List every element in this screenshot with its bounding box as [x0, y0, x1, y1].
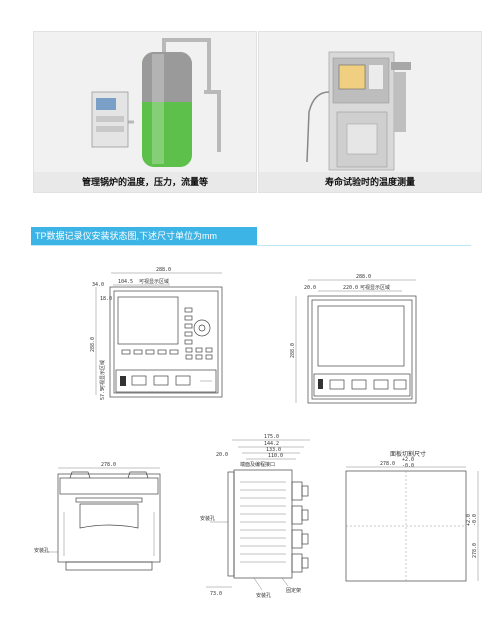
cutout-tol-top: +2.0: [402, 457, 414, 463]
cutout-width: 278.0: [380, 461, 395, 467]
label-side-hole: 安装孔: [200, 515, 215, 522]
dim-front-width: 288.0: [156, 267, 171, 273]
dial-knob: [193, 319, 211, 337]
dim-front2-inner-note: 可视显示区域: [360, 284, 390, 291]
dim-front-left-top: 34.0: [92, 282, 104, 288]
dim-front-side-small: 57.5: [100, 388, 106, 400]
dim-front-display: 104.5: [118, 279, 133, 285]
cutout-tol-bot: -0.0: [402, 463, 414, 469]
dim-front-display-note: 可视显示区域: [139, 278, 169, 285]
photo-panel-boiler: 管理锅炉的温度，压力，流量等: [33, 31, 257, 193]
label-side-hole-2: 安装孔: [256, 592, 271, 599]
boiler-illustration: [91, 38, 221, 167]
dim-front-left-small: 18.0: [100, 296, 112, 302]
dim-front-side-note: 可视显示区域: [99, 360, 106, 390]
front-view-drawing: 288.0 104.5 可视显示区域 34.0 18.0 288.0 可视显示区…: [90, 267, 223, 400]
dim-front2-inner: 220.0: [343, 285, 358, 291]
front-view-drawing-2: 288.0 220.0 可视显示区域 20.0 288.0: [290, 274, 417, 404]
label-terminal-note: 端面及编程接口: [240, 461, 275, 468]
section-banner: TP数据记录仪安装状态图,下述尺寸单位为mm: [31, 227, 257, 245]
photo-panel-chamber: 寿命试验时的温度测量: [258, 31, 482, 193]
label-mounting-hole: 安装孔: [34, 547, 49, 554]
screen: [117, 296, 179, 345]
banner-divider: [31, 245, 471, 246]
panel-cutout-drawing: 面板切割尺寸 278.0 +2.0 -0.0 278.0 +2.0 -0.0: [345, 450, 479, 582]
dim-top-width: 278.0: [101, 462, 116, 468]
side-view-drawing: 175.0 144.2 133.0 110.0 20.0 端面及编程接口 安装孔…: [200, 434, 310, 599]
cutout-v-tol-top: +2.0: [466, 514, 472, 526]
device-frame: [109, 286, 223, 398]
dim-side-1: 175.0: [264, 434, 279, 440]
technical-drawings: 288.0 104.5 可视显示区域 34.0 18.0 288.0 可视显示区…: [34, 267, 479, 599]
panel-caption: 管理锅炉的温度，压力，流量等: [34, 172, 256, 192]
label-bracket: 固定架: [286, 587, 301, 594]
dim-side-small: 20.0: [216, 452, 228, 458]
dim-side-2: 144.2: [264, 441, 279, 447]
screen-2: [317, 305, 405, 367]
dim-side-4: 110.0: [268, 453, 283, 459]
dim-front2-width: 288.0: [356, 274, 371, 280]
test-chamber-illustration: [306, 51, 411, 171]
power-switch: [120, 376, 126, 386]
dim-side-bottom: 73.0: [210, 591, 222, 597]
cutout-height: 278.0: [472, 543, 478, 558]
dim-side-3: 133.0: [266, 447, 281, 453]
cutout-title: 面板切割尺寸: [390, 450, 426, 458]
dim-front2-left-small: 20.0: [304, 285, 316, 291]
top-view-drawing: 278.0 安装孔: [34, 462, 161, 571]
dim-front-height: 288.0: [90, 337, 96, 352]
cutout-v-tol-bot: -0.0: [472, 514, 478, 526]
dim-front2-height: 288.0: [290, 343, 296, 358]
panel-caption: 寿命试验时的温度测量: [259, 172, 481, 192]
